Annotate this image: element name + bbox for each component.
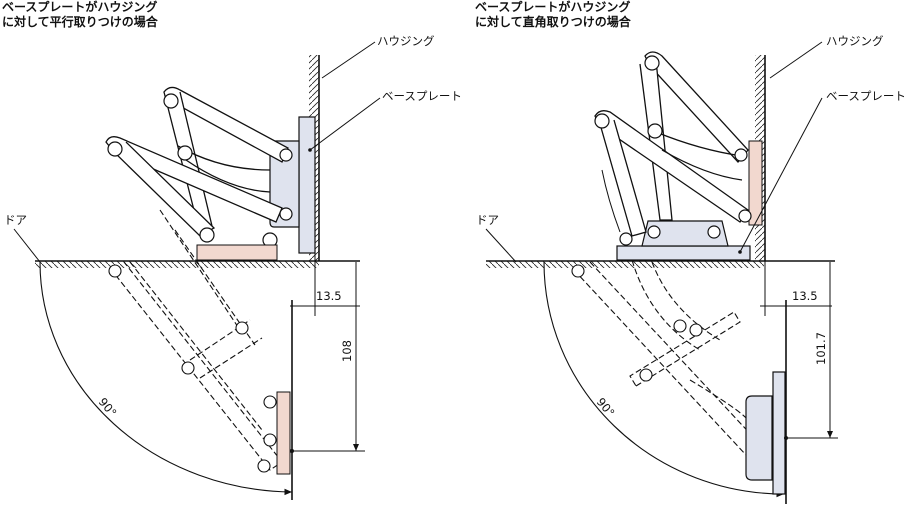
pivot-points (594, 55, 752, 246)
base-plate-leader (309, 97, 381, 151)
swing-arc (39, 261, 293, 496)
dim-vertical: 101.7 (814, 332, 828, 365)
caption-line2: に対して直角取りつけの場合 (475, 14, 632, 29)
door-leader (485, 228, 517, 263)
housing-label: ハウジング (377, 34, 435, 48)
base-plate (616, 245, 751, 261)
angle-label: 90° (96, 395, 120, 420)
housing-leader (769, 41, 823, 79)
open-pivots (108, 264, 277, 473)
swing-arc (543, 261, 785, 498)
angle-label: 90° (594, 395, 618, 420)
base-plate-label: ベースプレート (382, 89, 462, 103)
door-label: ドア (476, 213, 499, 227)
open-mount (745, 395, 773, 481)
hinge-arms (594, 51, 749, 237)
housing-plate (748, 140, 763, 226)
panel-parallel: ベースプレートがハウジング に対して平行取りつけの場合 ハウジング ベースプレー… (2, 0, 462, 500)
open-door-plate (276, 391, 291, 475)
dim-horizontal: 13.5 (792, 289, 818, 303)
open-position (573, 259, 771, 471)
base-plate-leader (739, 97, 823, 253)
door-surface (35, 260, 360, 268)
caption-line1: ベースプレートがハウジング (475, 0, 630, 14)
door-plate (196, 244, 278, 261)
caption-line2: に対して平行取りつけの場合 (2, 14, 159, 29)
dim-horizontal: 13.5 (316, 289, 342, 303)
caption-line1: ベースプレートがハウジング (2, 0, 157, 14)
housing-leader (321, 41, 376, 79)
door-surface (486, 260, 835, 268)
dimension-lines (760, 261, 838, 439)
panel-perpendicular: ベースプレートがハウジング に対して直角取りつけの場合 ハウジング ベースプレー… (475, 0, 906, 504)
pivot-points (107, 93, 293, 248)
door-leader (13, 228, 41, 263)
base-plate (298, 116, 316, 254)
open-base-plate (772, 371, 786, 495)
door-label: ドア (4, 213, 27, 227)
base-plate-label: ベースプレート (826, 89, 906, 103)
dim-vertical: 108 (340, 340, 354, 362)
arm-curve (601, 169, 621, 233)
housing-label: ハウジング (826, 34, 884, 48)
dimension-lines (290, 253, 365, 452)
hinge-mount (641, 220, 729, 247)
hinge-arms (105, 86, 289, 237)
